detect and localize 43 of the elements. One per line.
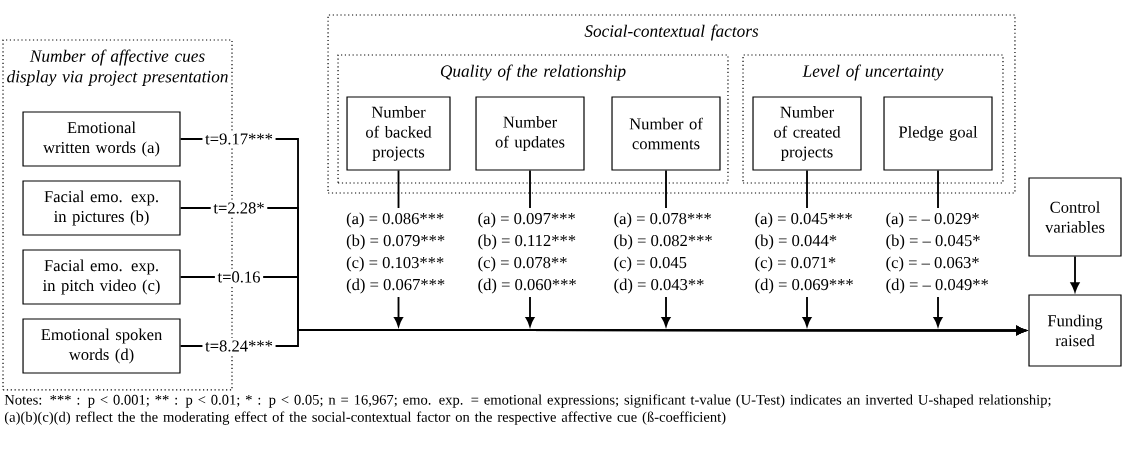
coefficient-label: (c) = 0.103*** <box>346 256 444 272</box>
coefficient-label: (b) = – 0.045* <box>886 234 980 250</box>
coefficient-label: (c) = 0.078** <box>478 256 567 272</box>
variable-box: Control variables <box>1028 177 1122 257</box>
coefficient-label: (a) = 0.086*** <box>346 212 444 228</box>
coefficient-label: (d) = 0.069*** <box>755 278 853 294</box>
arrow <box>661 169 671 327</box>
variable-box: Facial emo. exp. in pitch video (c) <box>22 249 181 305</box>
variable-box: Facial emo. exp. in pictures (b) <box>22 180 181 236</box>
coefficient-label: (b) = 0.082*** <box>614 234 712 250</box>
arrow <box>802 169 812 327</box>
variable-box: Emotional spoken words (d) <box>22 318 181 374</box>
caption: Notes: *** : p < 0.001; ** : p < 0.01; * : p < 0.05; n = 16,967; emo. exp. = emotional expressions; significant t-value (U-Test) indicates an inverted U-shaped relationship; (a)(b)(c)(d) reflect the the moderating effect of the social-contextual factor on the respective affective cue (ß-coefficient) <box>4 394 1051 425</box>
variable-box: Number of updates <box>475 96 585 171</box>
coefficient-label: (c) = 0.045 <box>614 256 687 272</box>
coefficient-label: (c) = 0.071* <box>755 256 836 272</box>
coefficient-label: (c) = – 0.063* <box>886 256 979 272</box>
arrow <box>933 169 943 327</box>
edge-label: t=0.16 <box>214 268 264 286</box>
variable-box: Pledge goal <box>883 96 993 171</box>
coefficient-label: (d) = 0.067*** <box>346 278 445 294</box>
coefficient-label: (b) = 0.112*** <box>478 234 576 250</box>
arrow <box>179 326 1027 347</box>
arrow <box>394 169 403 327</box>
coefficient-label: (a) = 0.045*** <box>755 212 852 228</box>
edge-label: t=9.17*** <box>202 130 276 148</box>
coefficient-label: (a) = – 0.029* <box>886 212 979 228</box>
coefficient-label: (d) = 0.043** <box>614 278 704 294</box>
coefficient-label: (b) = 0.044* <box>755 234 837 250</box>
variable-box: Number of comments <box>611 96 721 171</box>
coefficient-label: (a) = 0.097*** <box>478 212 575 228</box>
arrow <box>1070 255 1080 292</box>
variable-box: Number of backed projects <box>346 96 451 171</box>
coefficient-label: (d) = – 0.049** <box>886 278 989 294</box>
coefficient-label: (d) = 0.060*** <box>478 278 576 294</box>
edge-label: t=8.24*** <box>202 337 276 355</box>
coefficient-label: (a) = 0.078*** <box>614 212 711 228</box>
edge-label: t=2.28* <box>210 199 268 217</box>
variable-box: Funding raised <box>1028 294 1122 367</box>
arrow <box>525 169 535 327</box>
variable-box: Emotional written words (a) <box>22 111 181 167</box>
coefficient-label: (b) = 0.079*** <box>346 234 445 250</box>
variable-box: Number of created projects <box>752 96 862 171</box>
